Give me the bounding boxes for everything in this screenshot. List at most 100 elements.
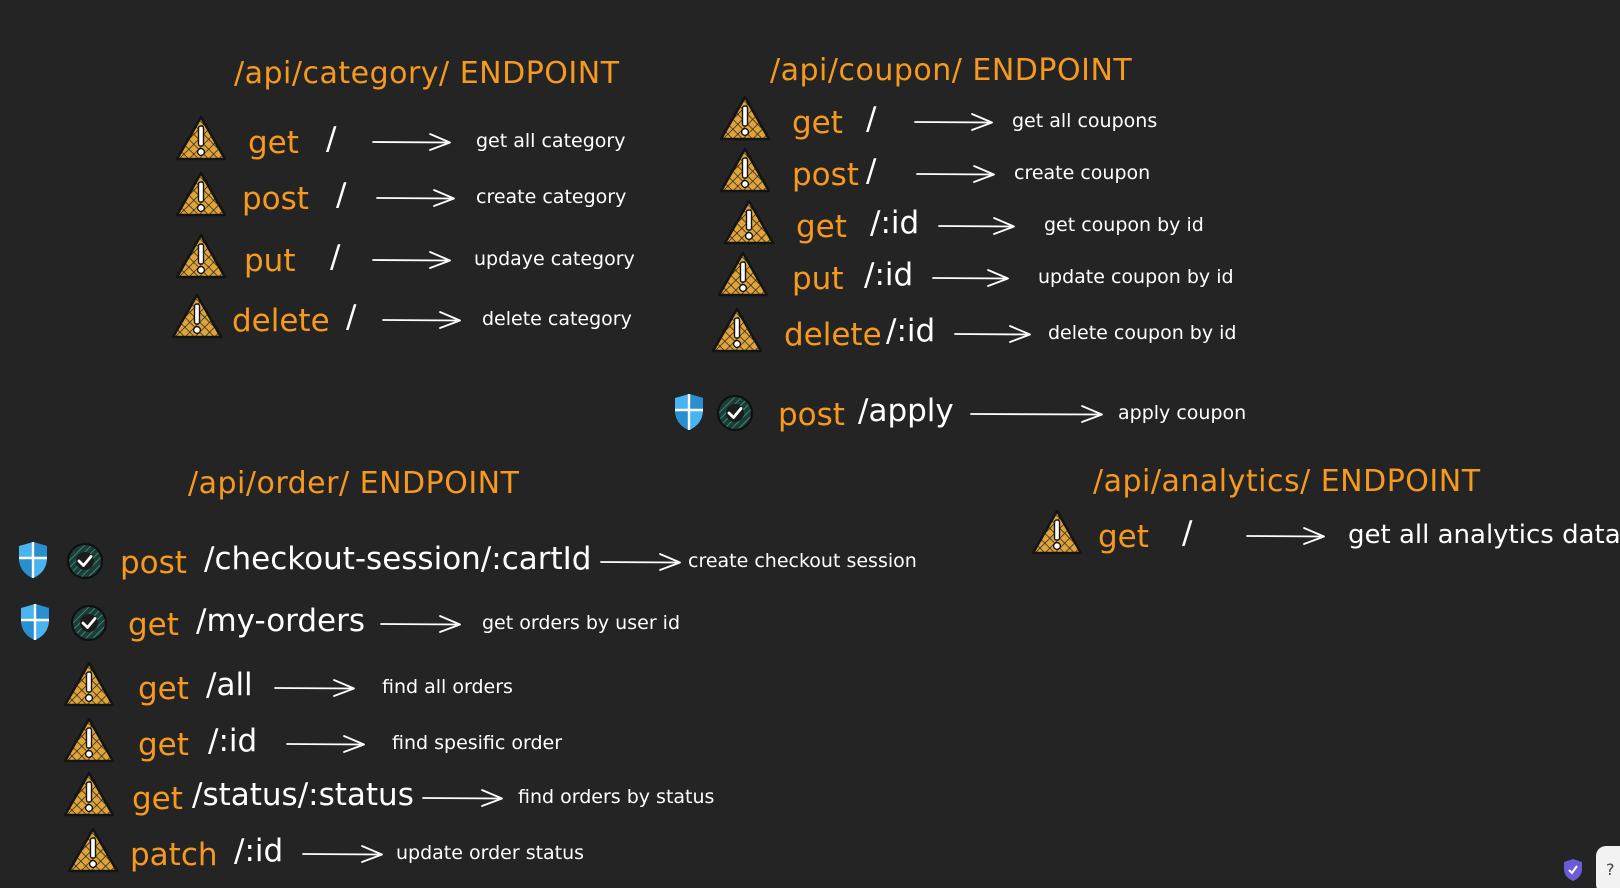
- endpoint-description: get all analytics data: [1348, 520, 1620, 550]
- order-section-title: /api/order/ ENDPOINT: [188, 466, 520, 501]
- endpoint-description: delete category: [482, 308, 632, 330]
- arrow-icon: [916, 165, 995, 183]
- endpoint-description: apply coupon: [1118, 402, 1247, 424]
- warning-icon: [723, 199, 775, 245]
- endpoint-description: get coupon by id: [1044, 214, 1204, 236]
- analytics-endpoint-row: get / get all analytics data: [0, 508, 1620, 564]
- route-path-label: /:id: [234, 833, 284, 869]
- order-endpoint-row: post/checkout-session/:cartId create che…: [0, 534, 1620, 590]
- arrow-icon: [372, 251, 451, 269]
- warning-icon: [1031, 509, 1083, 555]
- http-method-label: get: [1098, 519, 1149, 555]
- warning-icon: [63, 661, 115, 707]
- check-icon: [716, 394, 754, 432]
- warning-icon: [63, 717, 115, 763]
- endpoint-description: create category: [476, 186, 627, 208]
- arrow-icon: [376, 189, 455, 207]
- arrow-icon: [954, 325, 1031, 343]
- arrow-icon: [932, 269, 1009, 287]
- arrow-icon: [600, 553, 681, 571]
- route-path-label: /status/:status: [192, 777, 414, 813]
- arrow-icon: [970, 405, 1103, 423]
- endpoint-description: update coupon by id: [1038, 266, 1234, 288]
- http-method-label: post: [778, 397, 845, 433]
- warning-icon: [67, 827, 119, 873]
- route-path-label: /apply: [858, 393, 954, 429]
- order-endpoint-row: patch /:id update order status: [0, 826, 1620, 882]
- http-method-label: patch: [130, 837, 218, 873]
- check-icon: [70, 604, 108, 642]
- coupon-endpoint-row: delete/:id delete coupon by id: [0, 306, 1620, 362]
- route-path-label: /: [866, 153, 877, 189]
- order-endpoint-row: get /:id find spesific order: [0, 716, 1620, 772]
- warning-icon: [175, 233, 227, 279]
- shield-icon: [21, 604, 49, 640]
- warning-icon: [171, 293, 223, 339]
- http-method-label: post: [120, 545, 187, 581]
- route-path-label: /: [326, 121, 337, 157]
- warning-icon: [175, 171, 227, 217]
- category-endpoint-row: get / get all category: [0, 114, 1620, 170]
- shield-icon: [19, 542, 47, 578]
- arrow-icon: [914, 113, 993, 131]
- arrow-icon: [286, 735, 365, 753]
- http-method-label: get: [248, 125, 299, 161]
- category-section-title: /api/category/ ENDPOINT: [234, 56, 620, 91]
- category-endpoint-row: delete / delete category: [0, 292, 1620, 348]
- warning-icon: [63, 771, 115, 817]
- route-path-label: /:id: [886, 313, 936, 349]
- arrow-icon: [1246, 527, 1325, 545]
- coupon-endpoint-row: get /:id get coupon by id: [0, 198, 1620, 254]
- route-path-label: /: [330, 239, 341, 275]
- endpoint-description: find orders by status: [518, 786, 715, 808]
- endpoint-description: create coupon: [1014, 162, 1151, 184]
- route-path-label: /all: [206, 667, 253, 703]
- http-method-label: delete: [232, 303, 330, 339]
- endpoint-description: find all orders: [382, 676, 513, 698]
- order-endpoint-row: get/all find all orders: [0, 660, 1620, 716]
- http-method-label: get: [132, 781, 183, 817]
- http-method-label: get: [138, 727, 189, 763]
- http-method-label: post: [792, 157, 859, 193]
- warning-icon: [175, 115, 227, 161]
- category-endpoint-row: put / updaye category: [0, 232, 1620, 288]
- http-method-label: get: [796, 209, 847, 245]
- arrow-icon: [372, 133, 451, 151]
- shield-badge-icon: [1564, 859, 1582, 881]
- warning-icon: [717, 251, 769, 297]
- endpoint-description: get all category: [476, 130, 626, 152]
- warning-icon: [719, 95, 771, 141]
- arrow-icon: [380, 615, 461, 633]
- coupon-endpoint-row: get/ get all coupons: [0, 94, 1620, 150]
- http-method-label: post: [242, 181, 309, 217]
- route-path-label: /: [1182, 515, 1193, 551]
- endpoint-description: create checkout session: [688, 550, 917, 572]
- order-endpoint-row: get/my-orders get orders by user id: [0, 596, 1620, 652]
- check-icon: [66, 542, 104, 580]
- endpoint-description: delete coupon by id: [1048, 322, 1237, 344]
- help-button[interactable]: ?: [1596, 846, 1620, 888]
- endpoint-description: update order status: [396, 842, 585, 864]
- http-method-label: get: [138, 671, 189, 707]
- route-path-label: /checkout-session/:cartId: [204, 541, 592, 577]
- route-path-label: /: [346, 299, 357, 335]
- route-path-label: /:id: [870, 205, 920, 241]
- endpoint-description: updaye category: [474, 248, 635, 270]
- http-method-label: get: [792, 105, 843, 141]
- http-method-label: put: [244, 243, 296, 279]
- coupon-section-title: /api/coupon/ ENDPOINT: [770, 53, 1133, 88]
- order-endpoint-row: get/status/:status find orders by status: [0, 770, 1620, 826]
- http-method-label: delete: [784, 317, 882, 353]
- coupon-endpoint-row: put/:id update coupon by id: [0, 250, 1620, 306]
- shield-icon: [675, 394, 703, 430]
- route-path-label: /:id: [208, 723, 258, 759]
- http-method-label: put: [792, 261, 844, 297]
- arrow-icon: [382, 311, 461, 329]
- arrow-icon: [422, 789, 503, 807]
- route-path-label: /: [336, 177, 347, 213]
- arrow-icon: [302, 845, 383, 863]
- warning-icon: [719, 147, 771, 193]
- endpoint-description: get orders by user id: [482, 612, 681, 634]
- endpoint-description: find spesific order: [392, 732, 563, 754]
